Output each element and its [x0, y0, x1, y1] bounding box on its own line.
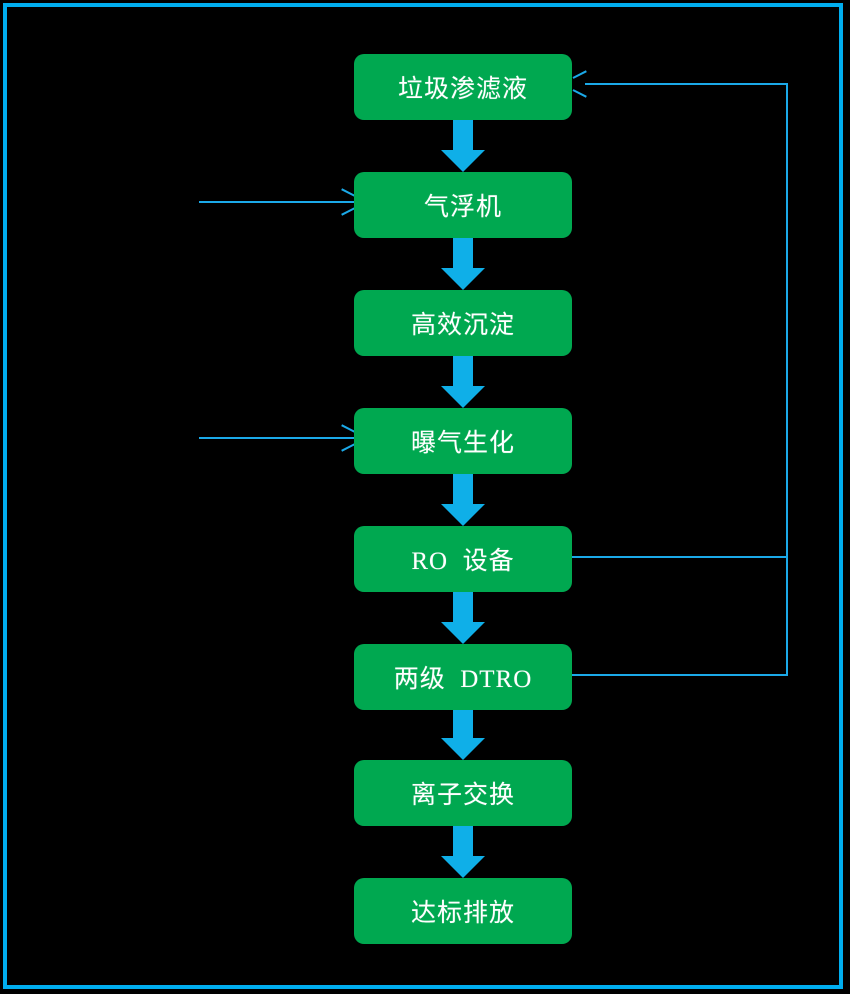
node-flotation[interactable]: 气浮机 [354, 172, 572, 238]
node-sedimentation[interactable]: 高效沉淀 [354, 290, 572, 356]
arrow-head-down-icon [441, 738, 485, 760]
node-dtro[interactable]: 两级 DTRO [354, 644, 572, 710]
arrow-shaft [453, 592, 473, 622]
flowchart-canvas: 垃圾渗滤液 气浮机 高效沉淀 曝气生化 RO 设备 两级 DTRO 离子交换 达… [3, 3, 843, 989]
flow-arrow-sedimentation-to-aeration [441, 356, 485, 408]
flow-arrow-dtro-to-ionexchange [441, 710, 485, 760]
node-ionexchange-label: 离子交换 [410, 782, 515, 809]
node-aeration-label: 曝气生化 [410, 430, 515, 457]
arrow-shaft [453, 120, 473, 150]
node-dtro-label: 两级 DTRO [393, 666, 533, 693]
node-aeration[interactable]: 曝气生化 [354, 408, 572, 474]
arrow-head-down-icon [441, 856, 485, 878]
arrow-shaft [453, 826, 473, 856]
flow-arrow-ionexchange-to-discharge [441, 826, 485, 878]
node-leachate[interactable]: 垃圾渗滤液 [354, 54, 572, 120]
arrow-head-down-icon [441, 504, 485, 526]
return-arrowhead-lower [572, 89, 587, 98]
node-flotation-label: 气浮机 [423, 194, 502, 221]
node-ro-label: RO 设备 [411, 548, 515, 575]
arrow-shaft [453, 474, 473, 504]
node-discharge[interactable]: 达标排放 [354, 878, 572, 944]
flow-arrow-flotation-to-sedimentation [441, 238, 485, 290]
arrow-head-down-icon [441, 150, 485, 172]
flow-arrow-leachate-to-flotation [441, 120, 485, 172]
arrow-head-down-icon [441, 268, 485, 290]
node-ro[interactable]: RO 设备 [354, 526, 572, 592]
arrow-head-down-icon [441, 622, 485, 644]
node-discharge-label: 达标排放 [410, 900, 515, 927]
return-bus-vertical [786, 83, 788, 676]
return-line-dtro [571, 674, 787, 676]
arrow-shaft [453, 710, 473, 738]
flow-arrow-aeration-to-ro [441, 474, 485, 526]
node-sedimentation-label: 高效沉淀 [410, 312, 515, 339]
flow-arrow-ro-to-dtro [441, 592, 485, 644]
return-arrowhead-upper [572, 70, 587, 79]
arrow-shaft [453, 356, 473, 386]
node-leachate-label: 垃圾渗滤液 [397, 76, 528, 103]
arrow-shaft [453, 238, 473, 268]
arrow-head-down-icon [441, 386, 485, 408]
inlet-line-flotation [199, 201, 354, 203]
node-ionexchange[interactable]: 离子交换 [354, 760, 572, 826]
return-line-to-leachate [585, 83, 788, 85]
return-line-ro [571, 556, 787, 558]
inlet-line-aeration [199, 437, 354, 439]
